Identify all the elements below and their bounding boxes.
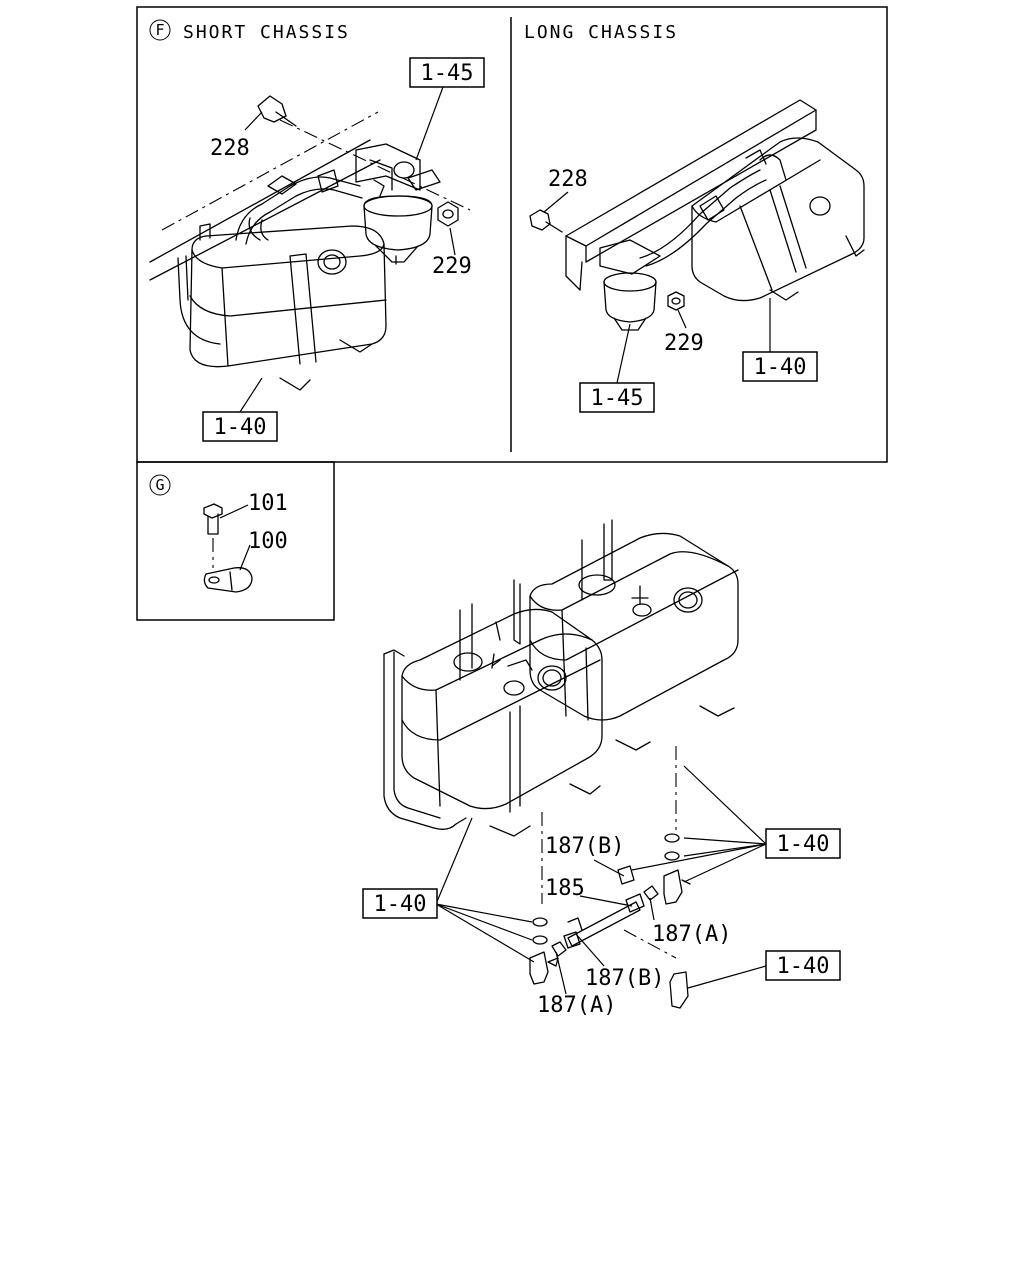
l-228-leader [543, 191, 569, 213]
g-101-leader [219, 504, 249, 519]
m-ref-140-left-box [362, 888, 438, 919]
m-label-185: 185 [545, 876, 585, 901]
f-228-leader [244, 111, 263, 131]
f-ref-145: 1-45 [421, 61, 474, 86]
section-f-marker-circle [149, 19, 171, 41]
top-frame [136, 6, 888, 463]
g-label-100: 100 [248, 529, 288, 554]
f-ref-145-box [409, 57, 485, 88]
m-label-187b-top: 187(B) [545, 834, 624, 859]
main-leaders [435, 765, 767, 995]
m-ref-140-right-box [765, 828, 841, 859]
l-label-229: 229 [664, 331, 704, 356]
f-140-leader [239, 377, 263, 413]
m-ref-140-bottom: 1-40 [777, 954, 830, 979]
f-145-leader [415, 86, 444, 161]
f-label-228: 228 [210, 136, 250, 161]
l-229-leader [677, 309, 687, 329]
section-f-title: SHORT CHASSIS [183, 22, 350, 43]
long-chassis-title: LONG CHASSIS [524, 22, 678, 43]
f-ref-140-box [202, 411, 278, 442]
long-chassis-drawing [529, 99, 865, 331]
l-ref-140-box [742, 351, 818, 382]
g-label-101: 101 [248, 491, 288, 516]
section-g-frame [136, 461, 335, 621]
section-g-header: G [149, 474, 171, 496]
section-f-header: F SHORT CHASSIS [149, 19, 350, 43]
l-ref-140: 1-40 [754, 355, 807, 380]
l-label-228: 228 [548, 167, 588, 192]
section-g-marker-circle [149, 474, 171, 496]
f-ref-140: 1-40 [214, 415, 267, 440]
m-ref-140-bottom-box [765, 950, 841, 981]
m-label-187b-bottom: 187(B) [585, 966, 664, 991]
f-label-229: 229 [432, 254, 472, 279]
short-chassis-drawing [149, 95, 471, 391]
m-label-187a-bottom: 187(A) [537, 993, 616, 1018]
l-ref-145-box [579, 382, 655, 413]
section-g-drawing [203, 503, 253, 593]
m-label-187a-right: 187(A) [652, 922, 731, 947]
section-g-marker: G [155, 476, 164, 494]
l-ref-145: 1-45 [591, 386, 644, 411]
g-100-leader [239, 544, 251, 571]
m-ref-140-left: 1-40 [374, 892, 427, 917]
section-f-marker: F [155, 21, 164, 39]
l-145-leader [616, 323, 631, 384]
f-229-leader [449, 227, 456, 256]
main-tank-assembly [383, 519, 739, 1009]
m-ref-140-right: 1-40 [777, 832, 830, 857]
